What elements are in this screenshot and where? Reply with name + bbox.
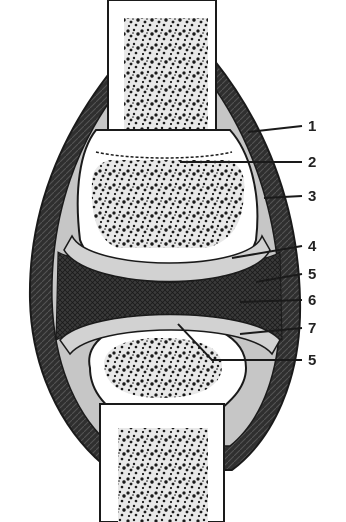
upper-bone-head-spongy: [92, 160, 245, 248]
upper-bone-marrow: [124, 18, 208, 136]
label-6: 6: [308, 292, 316, 309]
label-1: 1: [308, 118, 316, 135]
label-4: 4: [308, 238, 317, 255]
label-5-upper: 5: [308, 266, 316, 283]
label-3: 3: [308, 188, 316, 205]
lower-bone-head-spongy: [104, 338, 222, 398]
lower-bone-marrow: [118, 428, 208, 522]
label-5-lower: 5: [308, 352, 316, 369]
label-2: 2: [308, 154, 316, 171]
label-7: 7: [308, 320, 316, 337]
